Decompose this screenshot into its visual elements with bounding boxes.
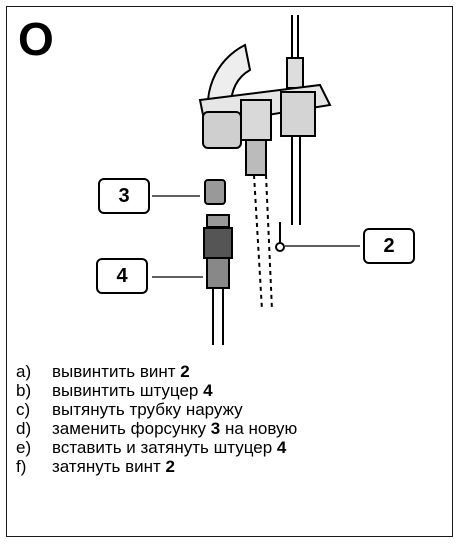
step-label: c) <box>16 400 31 419</box>
step-label: e) <box>16 438 32 457</box>
step-c: c) вытянуть трубку наружу <box>16 400 297 419</box>
step-text: вывинтить винт <box>52 362 181 381</box>
step-text: заменить форсунку <box>52 419 211 438</box>
step-text: затянуть винт <box>52 457 166 476</box>
instruction-list: a) вывинтить винт 2 b) вывинтить штуцер … <box>16 362 297 476</box>
step-text: вывинтить штуцер <box>52 381 204 400</box>
callout-nozzle: 3 <box>98 178 150 214</box>
step-f: f) затянуть винт 2 <box>16 457 297 476</box>
callout-screw: 2 <box>363 228 415 264</box>
callout-fitting: 4 <box>96 258 148 294</box>
step-text: вставить и затянуть штуцер <box>52 438 277 457</box>
step-a: a) вывинтить винт 2 <box>16 362 297 381</box>
step-ref: 2 <box>180 362 190 381</box>
step-label: b) <box>16 381 32 400</box>
step-e: e) вставить и затянуть штуцер 4 <box>16 438 297 457</box>
step-ref: 2 <box>165 457 176 476</box>
step-text-after: на новую <box>220 419 298 438</box>
step-d: d) заменить форсунку 3 на новую <box>16 419 297 438</box>
step-b: b) вывинтить штуцер 4 <box>16 381 297 400</box>
step-letter: O <box>18 13 54 65</box>
step-label: f) <box>16 457 27 476</box>
step-ref: 4 <box>276 438 287 457</box>
step-ref: 4 <box>203 381 213 400</box>
step-text: вытянуть трубку наружу <box>52 400 243 419</box>
step-label: d) <box>16 419 32 438</box>
step-ref: 3 <box>210 419 221 438</box>
instruction-panel <box>6 6 453 537</box>
step-label: a) <box>16 362 32 381</box>
